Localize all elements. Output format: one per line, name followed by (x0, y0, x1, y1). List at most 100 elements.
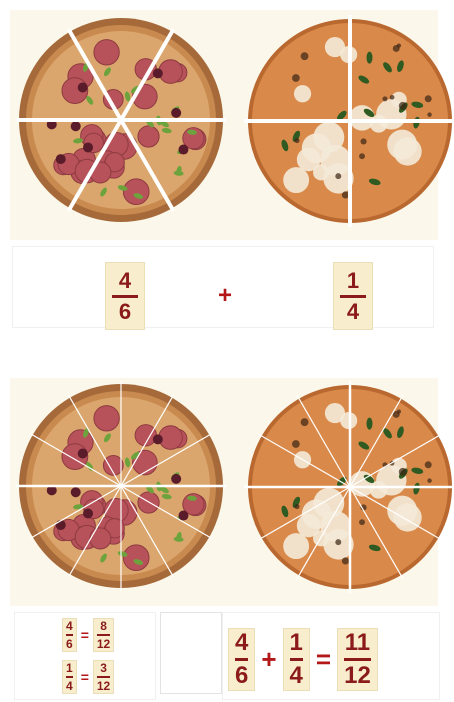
denominator: 4 (290, 664, 303, 688)
equivalent-row-1: 4 6 = 8 12 (62, 618, 114, 652)
olive-topping (71, 121, 81, 131)
char-spot (390, 95, 395, 100)
salami-pizza-6-slices (10, 15, 240, 245)
olive-topping (56, 520, 66, 530)
numerator: 3 (100, 662, 107, 674)
mozzarella-topping (340, 412, 357, 429)
numerator: 1 (347, 270, 359, 292)
denominator: 4 (66, 680, 73, 692)
char-spot (335, 539, 341, 545)
char-spot (294, 504, 299, 509)
olive-topping (178, 511, 188, 521)
fraction-eleven-twelfths: 11 12 (337, 628, 378, 691)
denominator: 6 (66, 638, 73, 650)
mozzarella-topping (283, 533, 309, 559)
fraction-bar (344, 658, 371, 661)
char-spot (360, 138, 366, 144)
mozzarella-topping (394, 137, 422, 165)
char-spot (342, 557, 349, 564)
denominator: 12 (97, 680, 110, 692)
salami-topping (138, 126, 159, 147)
char-spot (301, 418, 309, 426)
char-spot (399, 468, 407, 476)
denominator: 12 (97, 638, 110, 650)
salami-pizza-12-slices (10, 381, 240, 611)
fraction-bar (340, 295, 367, 298)
fraction-bar (66, 634, 73, 636)
mozzarella-topping (394, 503, 422, 531)
denominator: 6 (235, 664, 248, 688)
fraction-bar (112, 295, 139, 298)
fraction-bar (97, 676, 110, 678)
fraction-eight-twelfths: 8 12 (93, 618, 114, 652)
olive-topping (178, 145, 188, 155)
char-spot (393, 45, 400, 52)
equivalent-row-2: 1 4 = 3 12 (62, 660, 114, 694)
olive-topping (71, 487, 81, 497)
char-spot (427, 478, 431, 482)
fraction-three-twelfths: 3 12 (93, 660, 114, 694)
olive-topping (56, 154, 66, 164)
fraction-four-sixths: 4 6 (228, 628, 255, 691)
char-spot (292, 74, 300, 82)
olive-topping (83, 508, 93, 518)
denominator: 4 (347, 301, 359, 323)
salami-topping (90, 528, 111, 549)
char-spot (382, 96, 387, 101)
salami-topping (94, 406, 119, 431)
numerator: 1 (290, 631, 303, 655)
olive-topping (153, 434, 163, 444)
olive-topping (78, 448, 88, 458)
empty-box (160, 612, 222, 694)
char-spot (425, 461, 432, 468)
char-spot (359, 519, 365, 525)
denominator: 12 (344, 664, 371, 688)
salami-topping (123, 179, 149, 205)
numerator: 4 (66, 620, 73, 632)
fraction-one-quarter: 1 4 (62, 660, 77, 694)
char-spot (335, 173, 341, 179)
margherita-pizza-4-slices (238, 15, 454, 247)
mozzarella-topping (313, 122, 344, 153)
margherita-pizza-12-slices (238, 381, 454, 613)
fraction-four-sixths: 4 6 (62, 618, 77, 652)
olive-topping (171, 108, 181, 118)
denominator: 6 (119, 301, 131, 323)
plus-sign: + (218, 282, 232, 310)
fraction-one-quarter: 1 4 (333, 262, 373, 330)
char-spot (301, 52, 309, 60)
char-spot (427, 112, 431, 116)
char-spot (294, 138, 299, 143)
fraction-bar (235, 658, 248, 661)
olive-topping (171, 474, 181, 484)
numerator: 4 (119, 270, 131, 292)
mozzarella-topping (313, 530, 329, 546)
equals-sign: = (316, 644, 331, 675)
char-spot (342, 191, 349, 198)
mozzarella-topping (283, 167, 309, 193)
fraction-four-sixths: 4 6 (105, 262, 145, 330)
plus-sign: + (261, 644, 276, 675)
equals-sign: = (81, 627, 89, 643)
olive-topping (153, 68, 163, 78)
salami-topping (94, 40, 119, 65)
olive-topping (83, 142, 93, 152)
mozzarella-topping (294, 85, 311, 102)
mozzarella-topping (313, 164, 329, 180)
salami-topping (123, 545, 149, 571)
mozzarella-topping (349, 105, 375, 131)
char-spot (292, 440, 300, 448)
char-spot (399, 102, 407, 110)
numerator: 8 (100, 620, 107, 632)
equals-sign: = (81, 669, 89, 685)
numerator: 11 (345, 631, 370, 655)
numerator: 1 (66, 662, 73, 674)
final-equation: 4 6 + 1 4 = 11 12 (228, 628, 378, 691)
char-spot (425, 95, 432, 102)
fraction-one-quarter: 1 4 (283, 628, 310, 691)
olive-topping (78, 82, 88, 92)
fraction-bar (66, 676, 73, 678)
numerator: 4 (235, 631, 248, 655)
fraction-bar (97, 634, 110, 636)
fraction-bar (290, 658, 303, 661)
